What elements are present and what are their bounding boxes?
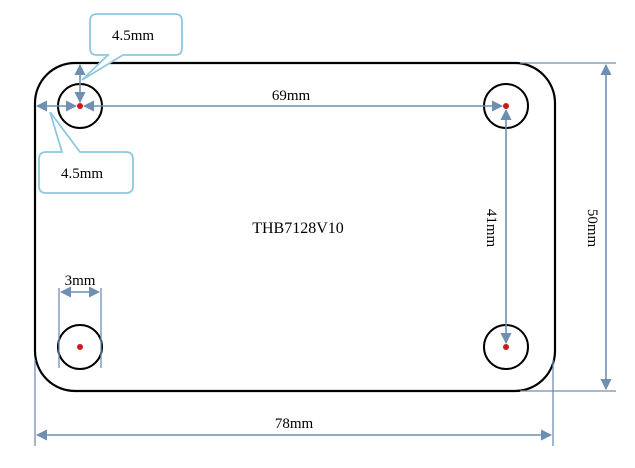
board-name-label: THB7128V10 xyxy=(252,220,344,237)
hole-spacing-x-label: 69mm xyxy=(272,88,311,104)
mounting-hole-bottom-left xyxy=(57,324,103,370)
board-outline xyxy=(33,61,557,393)
hole-center-bottom-right xyxy=(503,344,509,350)
board-height-label: 50mm xyxy=(584,209,600,248)
hole-diameter-label: 3mm xyxy=(65,273,96,289)
hole-center-top-right xyxy=(503,103,509,109)
hole-spacing-y-label: 41mm xyxy=(483,209,499,248)
hole-center-bottom-left xyxy=(77,344,83,350)
edge-offset-top-label: 4.5mm xyxy=(112,28,154,44)
hole-center-top-left xyxy=(77,103,83,109)
board-width-label: 78mm xyxy=(275,416,314,432)
edge-offset-left-label: 4.5mm xyxy=(61,166,103,182)
edge-offset-top-callout xyxy=(81,13,183,81)
edge-offset-left-callout xyxy=(38,111,134,194)
